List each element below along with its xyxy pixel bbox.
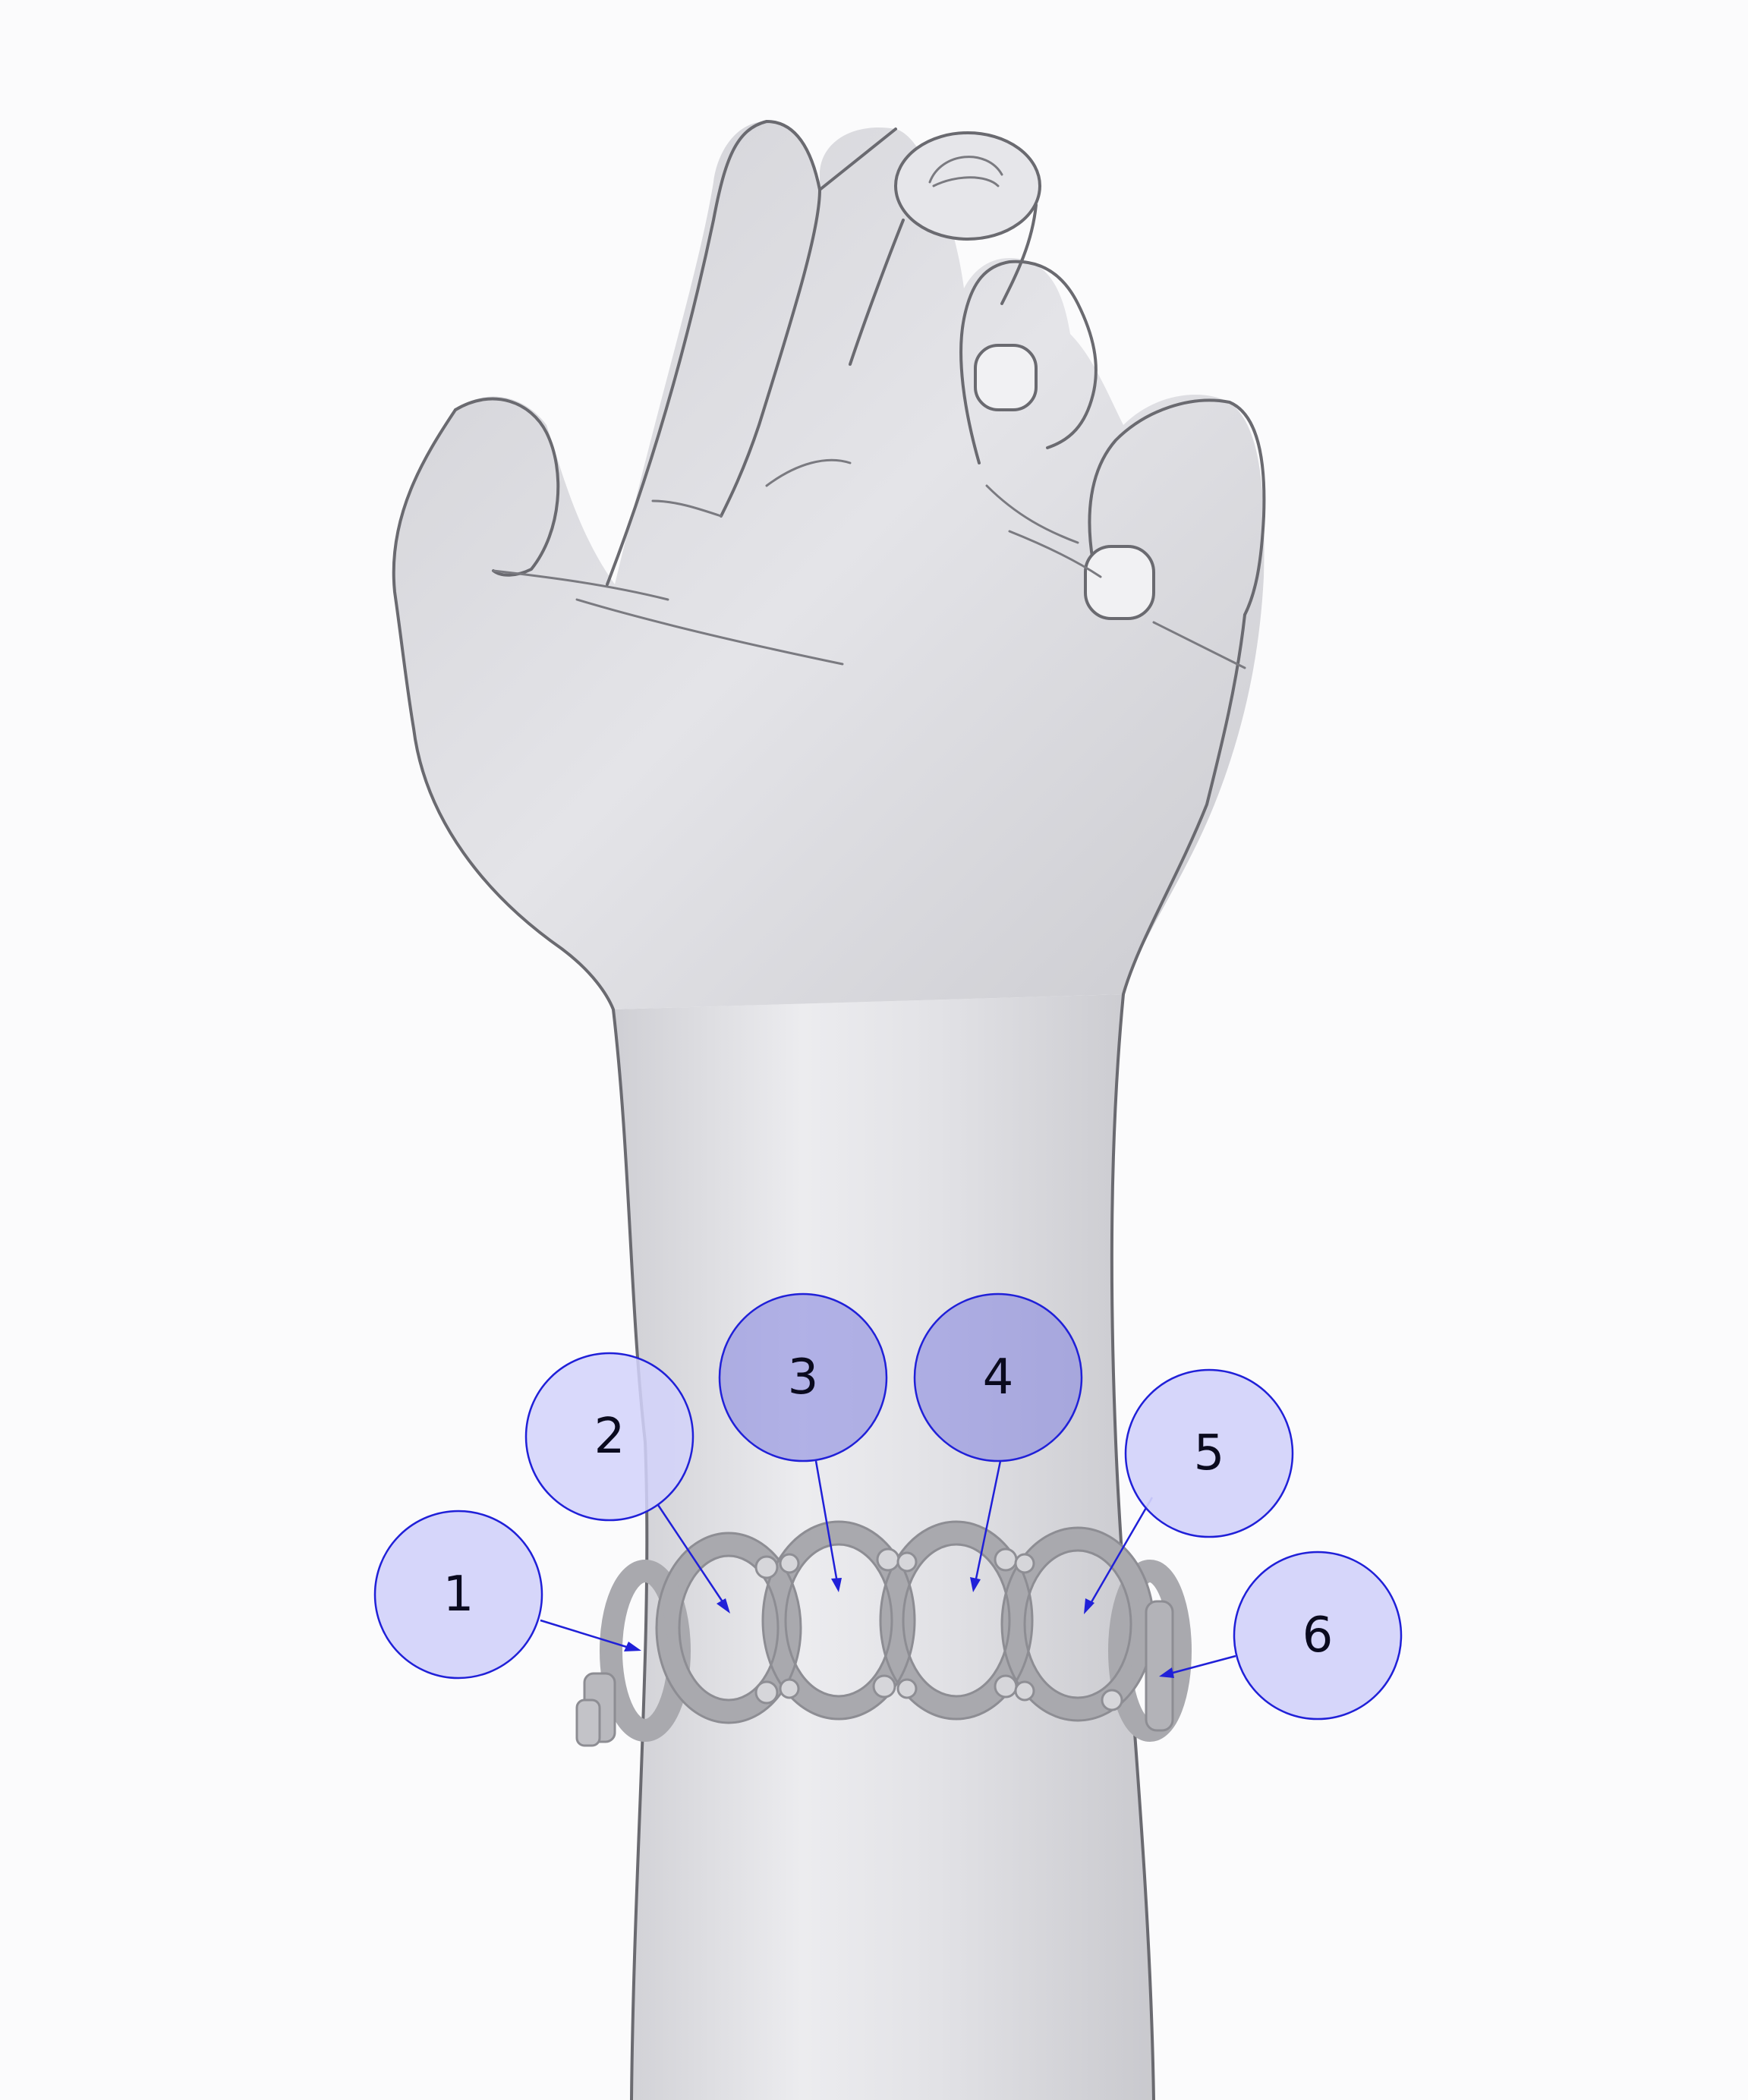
callout-6-label: 6 xyxy=(1302,1607,1334,1664)
bracelet-clasp xyxy=(575,1600,1174,1747)
leader-3 xyxy=(814,1460,839,1583)
bracelet-studs xyxy=(754,1547,1123,1711)
bracelet xyxy=(575,1520,1192,1747)
callout-6: 6 xyxy=(1233,1551,1403,1721)
callouts: 1 2 3 4 5 6 xyxy=(373,1292,1403,1721)
hand xyxy=(392,120,1266,1011)
callout-1: 1 xyxy=(373,1510,543,1680)
callout-3-label: 3 xyxy=(788,1349,819,1406)
leader-lines xyxy=(540,1460,1236,1678)
callout-1-label: 1 xyxy=(443,1566,474,1623)
callout-2: 2 xyxy=(524,1352,694,1522)
callout-4: 4 xyxy=(913,1292,1083,1462)
bracelet-links xyxy=(600,1520,1192,1742)
leader-2 xyxy=(657,1504,726,1606)
arrowhead-6 xyxy=(1159,1667,1174,1678)
leader-6 xyxy=(1167,1654,1236,1676)
arrowhead-4 xyxy=(970,1577,981,1592)
callout-4-label: 4 xyxy=(983,1349,1014,1406)
arrowhead-1 xyxy=(624,1642,641,1651)
arrowhead-2 xyxy=(717,1598,730,1614)
callout-5-label: 5 xyxy=(1194,1425,1225,1481)
leader-1 xyxy=(540,1619,632,1650)
callout-3: 3 xyxy=(718,1292,888,1462)
leader-4 xyxy=(974,1460,1002,1583)
callout-2-label: 2 xyxy=(594,1409,625,1465)
leader-5 xyxy=(1088,1497,1154,1607)
arrowhead-5 xyxy=(1084,1598,1094,1614)
callout-5: 5 xyxy=(1124,1368,1294,1538)
arrowhead-3 xyxy=(831,1578,842,1592)
